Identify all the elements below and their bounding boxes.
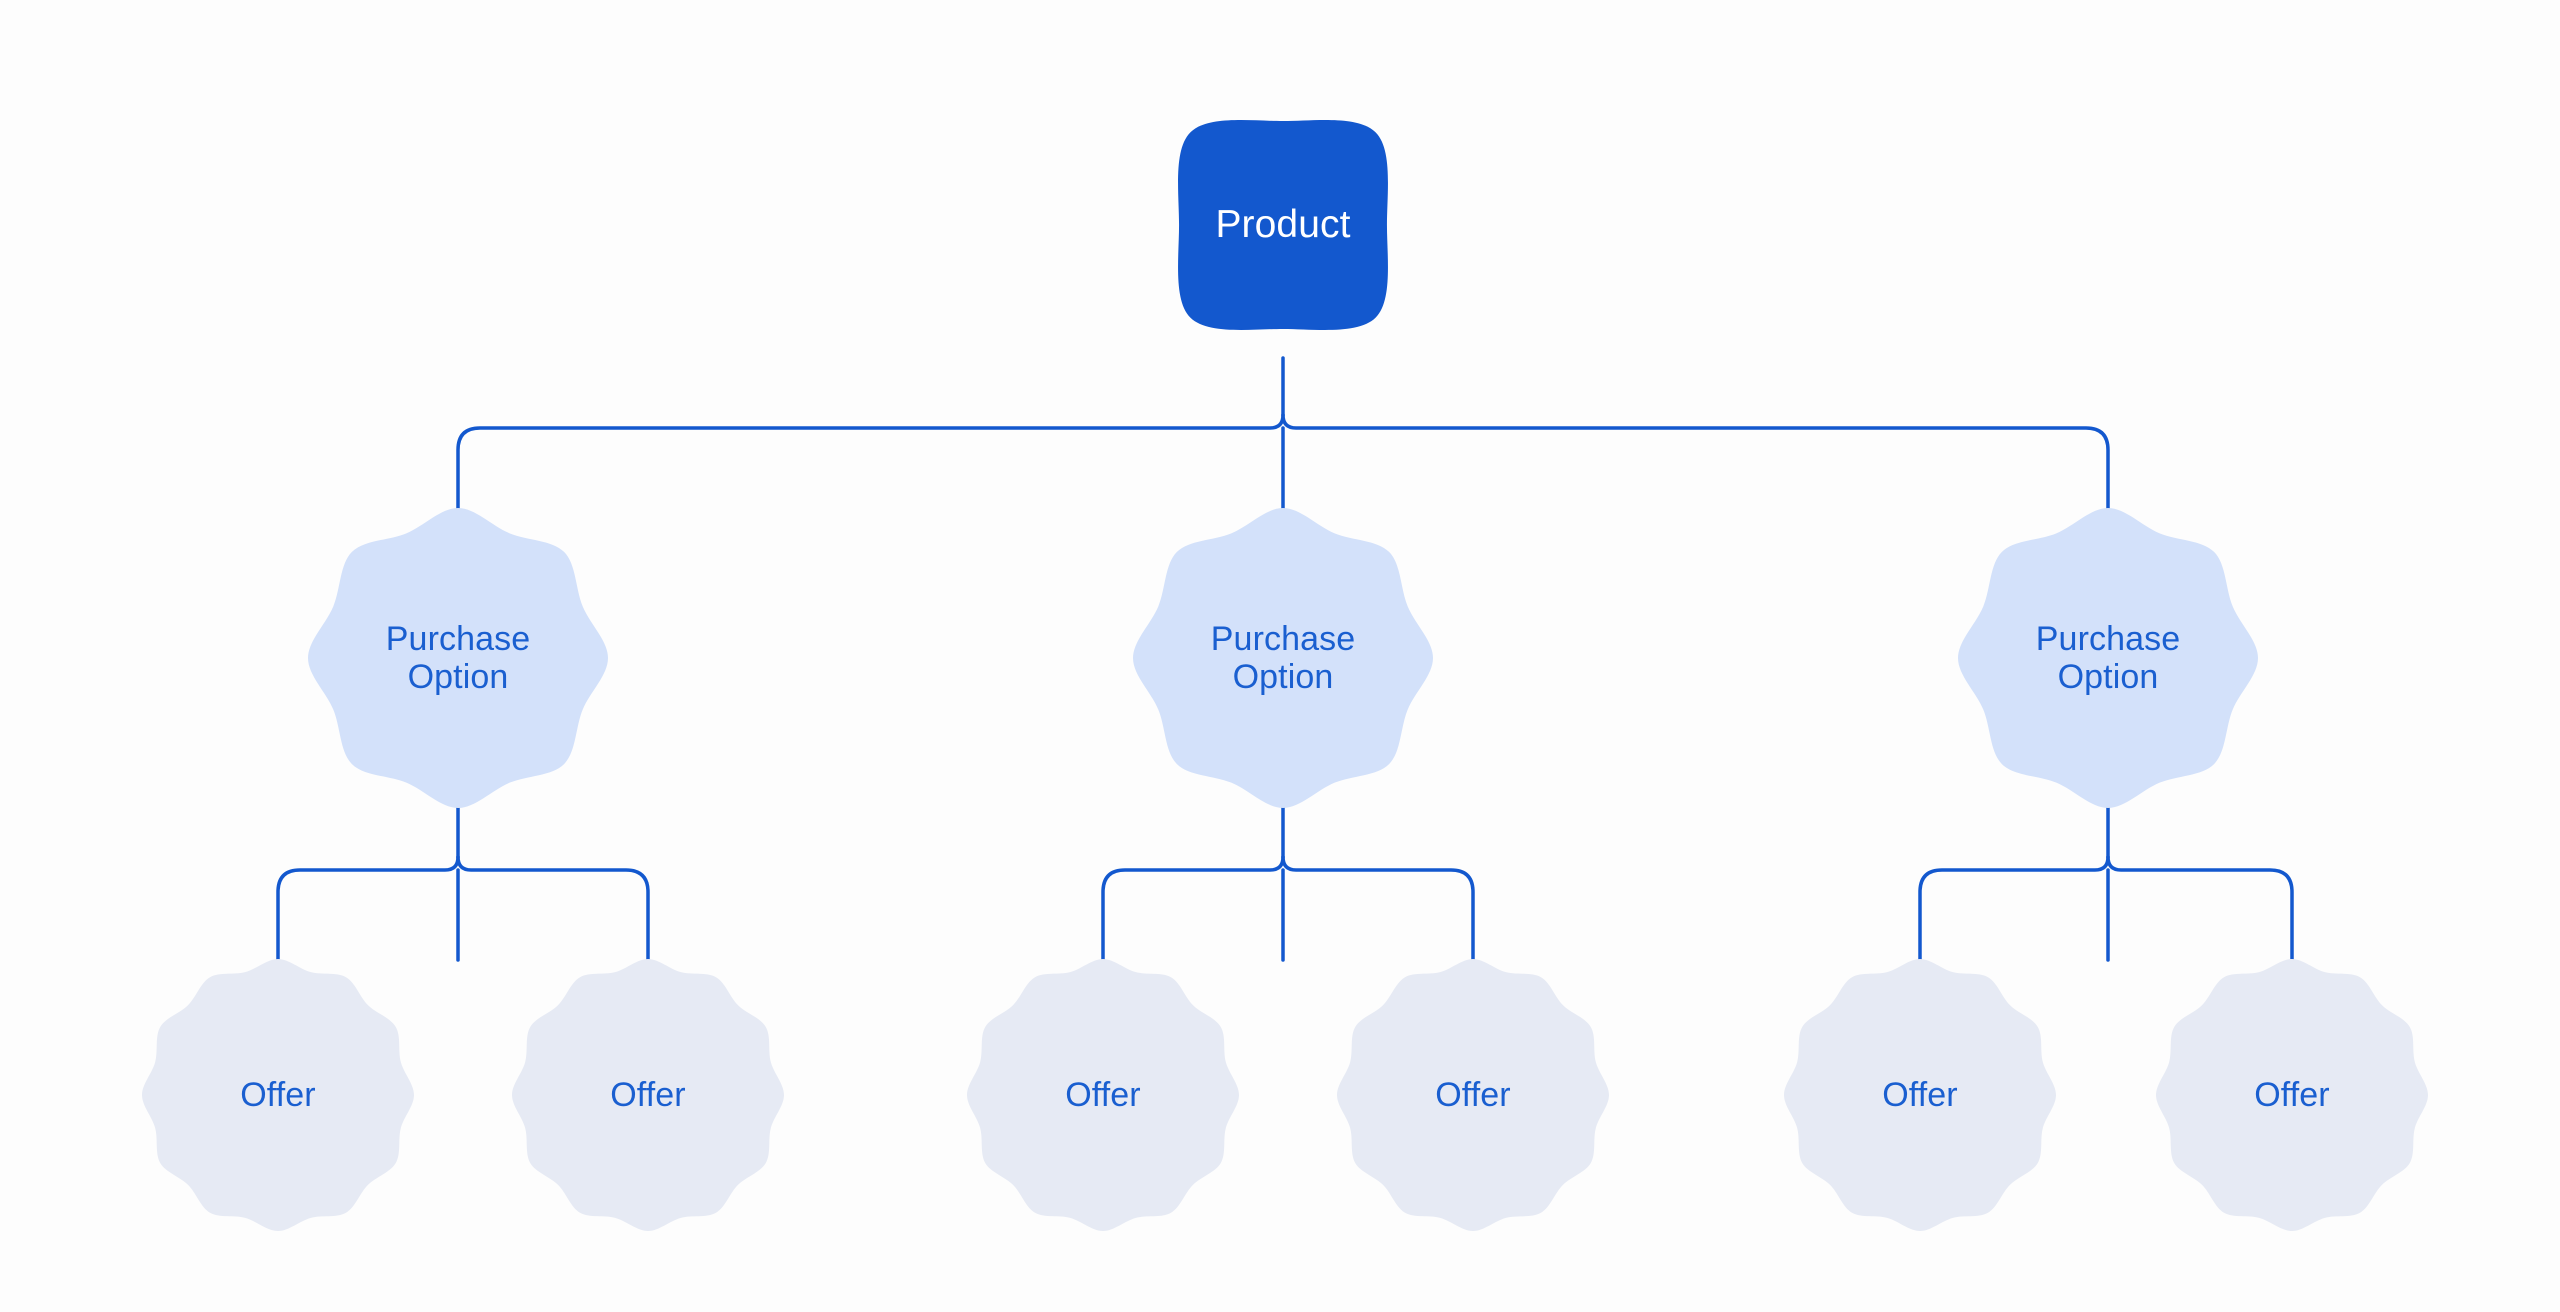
connector-left-bus-middle	[1101, 855, 1285, 962]
node-offer-4[interactable]	[1337, 959, 1609, 1231]
node-shape-group	[142, 120, 2428, 1231]
node-shape-offer-5[interactable]	[1784, 959, 2056, 1231]
node-po-2[interactable]	[1133, 508, 1433, 808]
node-offer-5[interactable]	[1784, 959, 2056, 1231]
node-po-3[interactable]	[1958, 508, 2258, 808]
connector-right-bus-top	[1281, 413, 2110, 510]
node-shape-offer-6[interactable]	[2156, 959, 2428, 1231]
node-offer-2[interactable]	[512, 959, 784, 1231]
node-shape-po-3[interactable]	[1958, 508, 2258, 808]
node-shape-offer-2[interactable]	[512, 959, 784, 1231]
connector-left-bus-right	[1918, 855, 2110, 962]
node-po-1[interactable]	[308, 508, 608, 808]
node-shape-offer-4[interactable]	[1337, 959, 1609, 1231]
node-shape-offer-3[interactable]	[967, 959, 1239, 1231]
node-product[interactable]	[1152, 94, 1414, 356]
node-offer-6[interactable]	[2156, 959, 2428, 1231]
connector-left-bus-top	[456, 413, 1285, 510]
node-offer-3[interactable]	[967, 959, 1239, 1231]
node-shape-po-1[interactable]	[308, 508, 608, 808]
node-shape-po-2[interactable]	[1133, 508, 1433, 808]
connector-right-bus-middle	[1281, 855, 1475, 962]
connector-left-bus-left	[276, 855, 460, 962]
connector-right-bus-right	[2106, 855, 2294, 962]
connector-group	[276, 356, 2294, 962]
node-shape-offer-1[interactable]	[142, 959, 414, 1231]
node-shape-product[interactable]	[1178, 120, 1388, 330]
connector-right-bus-left	[456, 855, 650, 962]
node-offer-1[interactable]	[142, 959, 414, 1231]
